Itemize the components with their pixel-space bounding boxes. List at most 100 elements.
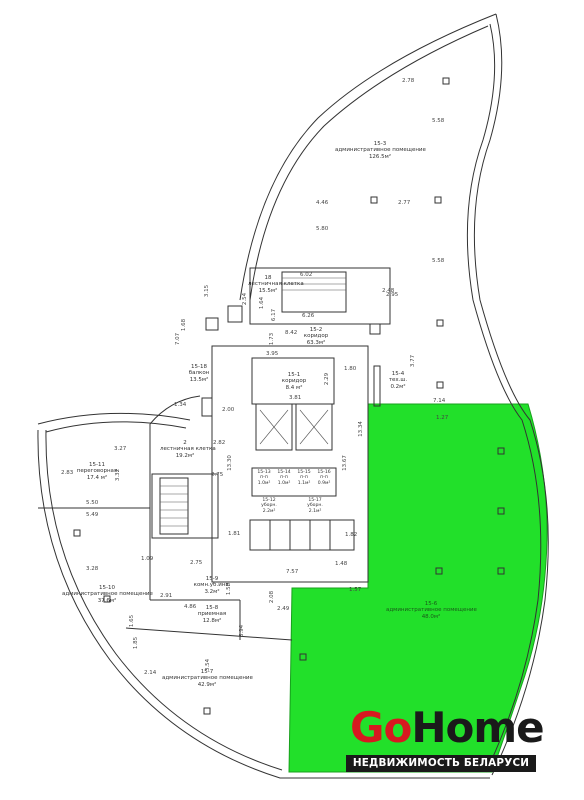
outer-wall-east xyxy=(473,13,549,776)
dimension-label: 5.49 xyxy=(86,512,99,518)
room-label-15-9: 15-9 комн.уб.инв. 3.2м² xyxy=(190,576,234,595)
room-name: переговорная xyxy=(76,468,118,475)
room-name: административное помещение xyxy=(62,591,153,598)
dimension-label: 4.86 xyxy=(184,604,197,610)
room-label-15-7: 15-7 административное помещение 42.9м² xyxy=(162,669,253,688)
dimension-label: 2.75 xyxy=(190,560,203,566)
dimension-label: 7.14 xyxy=(433,398,446,404)
dimension-label: 1.09 xyxy=(141,556,154,562)
dimension-label: 1.82 xyxy=(345,532,358,538)
outer-wall-north-inner xyxy=(249,25,489,301)
dimension-label: 6.94 xyxy=(239,624,246,638)
room-number: 15-18 xyxy=(191,364,207,370)
dimension-label: 1.68 xyxy=(181,318,188,332)
room-name: коридор xyxy=(281,378,307,385)
dimension-label: 3.32 xyxy=(115,468,122,482)
dimension-label: 3.27 xyxy=(114,446,127,452)
room-number: 18 xyxy=(264,275,272,281)
room-label-stair-18: 18 лестничная клетка 15.5м² xyxy=(248,275,304,294)
outer-wall-southwest-inner xyxy=(45,429,283,771)
room-area: 12.8м² xyxy=(202,617,222,624)
room-label-15-6: 15-6 административное помещение 48.0м² xyxy=(386,601,477,620)
room-label-15-1: 15-1 коридор 8.4 м² xyxy=(273,372,315,391)
dimension-label: 7.07 xyxy=(175,332,182,346)
dimension-label: 6.17 xyxy=(271,308,278,322)
room-name: административное помещение xyxy=(386,607,477,614)
room-number: 15-7 xyxy=(200,669,214,675)
dimension-label: 2.54 xyxy=(242,292,249,306)
room-area: 63.3м² xyxy=(306,339,326,346)
logo-home: Home xyxy=(411,703,544,752)
dimension-label: 13.67 xyxy=(341,455,348,471)
dimension-label: 2.00 xyxy=(222,407,235,413)
room-name: лестничная клетка xyxy=(248,281,304,288)
room-number: 2 xyxy=(183,440,187,446)
room-label-15-2: 15-2 коридор 63.3м² xyxy=(294,327,338,346)
dimension-label: 2.91 xyxy=(160,593,173,599)
dimension-label: 2.49 xyxy=(277,606,290,612)
dimension-label: 5.58 xyxy=(432,258,445,264)
room-number: 15-3 xyxy=(373,141,387,147)
meeting-room-wall-inner xyxy=(45,421,187,433)
room-name: тех.ш. xyxy=(388,377,408,384)
outer-wall-north xyxy=(239,13,497,301)
dimension-label: 3.77 xyxy=(410,354,417,368)
dimension-label: 13.34 xyxy=(357,421,364,437)
room-number: 15-1 xyxy=(287,372,301,378)
dimension-label: 1.57 xyxy=(349,587,362,593)
room-label-stair-2: 2 лестничная клетка 19.2м² xyxy=(160,440,216,459)
room-name: лестничная клетка xyxy=(160,446,216,453)
outer-wall-east-inner xyxy=(466,23,542,773)
dimension-label: 2.14 xyxy=(144,670,157,676)
room-area: 37.6м² xyxy=(97,597,117,604)
room-area: 19.2м² xyxy=(175,452,195,459)
room-number: 15-10 xyxy=(99,585,115,591)
dimension-label: 7.57 xyxy=(286,569,299,575)
balcony-wall xyxy=(149,395,201,425)
dimension-label: 1.27 xyxy=(436,415,449,421)
dimension-label: 2.83 xyxy=(61,470,74,476)
room-area: 0.2м² xyxy=(390,383,406,390)
dimension-label: 2.75 xyxy=(211,472,224,478)
dimension-label: 4.46 xyxy=(316,200,329,206)
gohome-logo: GoHome НЕДВИЖИМОСТЬ БЕЛАРУСИ xyxy=(346,707,545,775)
dimension-label: 3.81 xyxy=(289,395,302,401)
dimension-label: 1.34 xyxy=(174,402,187,408)
room-name: коридор xyxy=(303,333,329,340)
dimension-label: 3.28 xyxy=(86,566,99,572)
room-label-15-10: 15-10 административное помещение 37.6м² xyxy=(62,585,153,604)
room-number: 15-6 xyxy=(424,601,438,607)
dimension-label: 2.29 xyxy=(324,372,331,386)
room-area: 3.2м² xyxy=(204,588,220,595)
room-name: административное помещение xyxy=(162,675,253,682)
logo-tagline: НЕДВИЖИМОСТЬ БЕЛАРУСИ xyxy=(346,755,536,772)
room-area: 48.0м² xyxy=(421,613,441,620)
logo-wordmark: GoHome xyxy=(350,707,545,749)
room-number: 15-8 xyxy=(205,605,219,611)
room-area: 13.5м² xyxy=(189,376,209,383)
dimension-label: 2.78 xyxy=(402,78,415,84)
room-area: 17.4 м² xyxy=(86,474,108,481)
room-number: 15-9 xyxy=(205,576,219,582)
dimension-label: 2.48 xyxy=(382,288,395,294)
room-area: 15.5м² xyxy=(258,287,278,294)
dimension-label: 3.95 xyxy=(266,351,279,357)
room-area: 42.9м² xyxy=(197,681,217,688)
dimension-label: 1.73 xyxy=(269,332,276,346)
dimension-label: 2.95 xyxy=(386,292,399,298)
dimension-label: 13.30 xyxy=(226,455,233,471)
room-name: балкон xyxy=(188,370,210,377)
room-number: 15-4 xyxy=(391,371,405,377)
dimension-label: 5.50 xyxy=(86,500,99,506)
column-markers xyxy=(73,77,505,715)
room-label-15-4: 15-4 тех.ш. 0.2м² xyxy=(383,371,413,390)
room-label-15-3: 15-3 административное помещение 126.5м² xyxy=(335,141,426,160)
dimension-label: 1.65 xyxy=(129,614,136,628)
dimension-label: 6.26 xyxy=(302,313,315,319)
